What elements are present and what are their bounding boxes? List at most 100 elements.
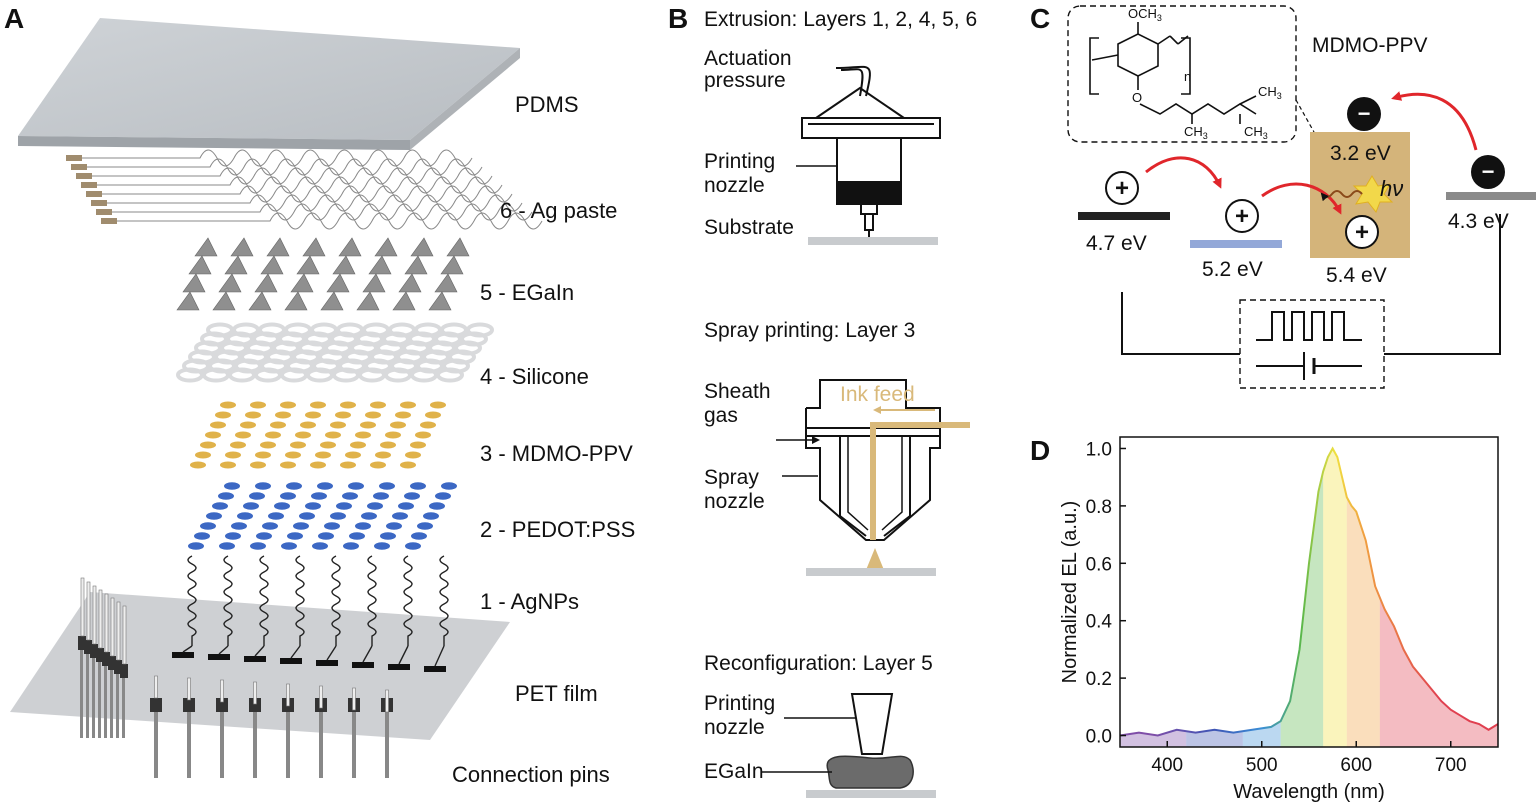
pedot-dot (410, 482, 426, 490)
pedot-dot (305, 502, 321, 510)
extrusion-actuation-2: pressure (704, 69, 786, 92)
mdmo-dot (360, 421, 376, 429)
panel-b-letter: B (668, 3, 688, 34)
chem-n: n (1184, 69, 1191, 84)
ag-trace (117, 212, 543, 230)
chem-ch3-c: CH3 (1244, 124, 1268, 141)
ag-trace (82, 149, 473, 167)
pin-tip-side (122, 605, 127, 665)
pedot-dot (361, 512, 377, 520)
extrusion-nozzle-1: Printing (704, 150, 775, 173)
x-tick-label: 700 (1435, 755, 1467, 776)
pedot-dot (367, 502, 383, 510)
mdmo-dot (225, 451, 241, 459)
spray-nozzle-2: nozzle (704, 490, 765, 513)
silicone-ring (202, 367, 230, 383)
mdmo-dot (410, 441, 426, 449)
label-pedot: 2 - PEDOT:PSS (480, 517, 635, 542)
hv-label: hν (1380, 176, 1403, 201)
reconfig-nozzle-2: nozzle (704, 716, 765, 739)
mdmo-dot (240, 421, 256, 429)
ag-trace (87, 158, 483, 176)
mdmo-dot (280, 461, 296, 469)
power-source-box (1239, 299, 1385, 389)
agnp-pad (388, 664, 410, 670)
spectrum-band (1379, 597, 1498, 747)
mdmo-dot (420, 421, 436, 429)
pedot-dot (243, 502, 259, 510)
agnp-coil (367, 555, 377, 646)
mdmo-dot (430, 401, 446, 409)
pedot-dot (429, 502, 445, 510)
mdmo-dot (370, 401, 386, 409)
egain-cone (338, 237, 362, 257)
pin-leg-side (104, 664, 107, 738)
extrusion-actuation-1: Actuation (704, 47, 792, 70)
agnp-lead (362, 645, 373, 663)
egain-cone (368, 255, 392, 275)
egain-cone (224, 255, 248, 275)
egain-cone (290, 273, 314, 293)
mdmo-dot (310, 461, 326, 469)
ag-pad (66, 155, 82, 161)
label-ag-paste: 6 - Ag paste (500, 198, 617, 223)
pin-leg (352, 708, 356, 778)
pin-tip-side (116, 601, 121, 661)
electron-transfer-arrow (1391, 91, 1478, 151)
spray-nozzle-1: Spray (704, 466, 759, 489)
panel-c-letter: C (1030, 3, 1050, 34)
y-tick-label: 0.0 (1086, 727, 1112, 748)
silicone-ring (228, 367, 256, 383)
svg-text:+: + (1235, 203, 1249, 230)
panel-d-letter: D (1030, 435, 1050, 466)
electron-1: − (1347, 97, 1381, 131)
x-axis-label: Wavelength (nm) (1233, 781, 1385, 803)
pin-housing (150, 698, 162, 712)
ag-pad (76, 173, 92, 179)
pin-tip-side (92, 585, 97, 645)
spectrum-band (1186, 729, 1243, 747)
ag-pad (101, 218, 117, 224)
pin-leg (187, 708, 191, 778)
mdmo-dot (310, 401, 326, 409)
egain-cone (404, 255, 428, 275)
egain-cone (182, 273, 206, 293)
pin-tip (286, 683, 290, 707)
pedot-dot (342, 492, 358, 500)
pedot-dot (268, 512, 284, 520)
mdmo-dot (190, 461, 206, 469)
silicone-ring (254, 367, 282, 383)
pedot-dot (318, 532, 334, 540)
pulse-waveform (1256, 311, 1362, 341)
ag-pad (96, 209, 112, 215)
mdmo-dot (215, 411, 231, 419)
silicone-ring (358, 367, 386, 383)
spectrum-band (1323, 448, 1347, 747)
chem-structure-box (1067, 5, 1297, 143)
mdmo-dot (265, 431, 281, 439)
pedot-dot (398, 502, 414, 510)
egain-cone (266, 237, 290, 257)
pedot-dot (212, 502, 228, 510)
pedot-dot (274, 502, 290, 510)
y-tick-label: 0.4 (1086, 612, 1113, 633)
mdmo-dot (300, 421, 316, 429)
pedot-dot (386, 522, 402, 530)
mdmo-dot (275, 411, 291, 419)
mdmo-dot (235, 431, 251, 439)
pin-leg (319, 708, 323, 778)
pin-housing-side (90, 644, 98, 658)
pedot-dot (194, 532, 210, 540)
egain-cone (398, 273, 422, 293)
pin-tip (154, 675, 158, 699)
hole-3: + (1345, 215, 1379, 249)
label-pet: PET film (515, 681, 598, 706)
spray-cone (866, 548, 884, 570)
electron-2: − (1471, 155, 1505, 189)
egain-cone (296, 255, 320, 275)
svg-text:+: + (1115, 175, 1129, 202)
agnp-lead (254, 645, 265, 657)
pedot-dot (206, 512, 222, 520)
